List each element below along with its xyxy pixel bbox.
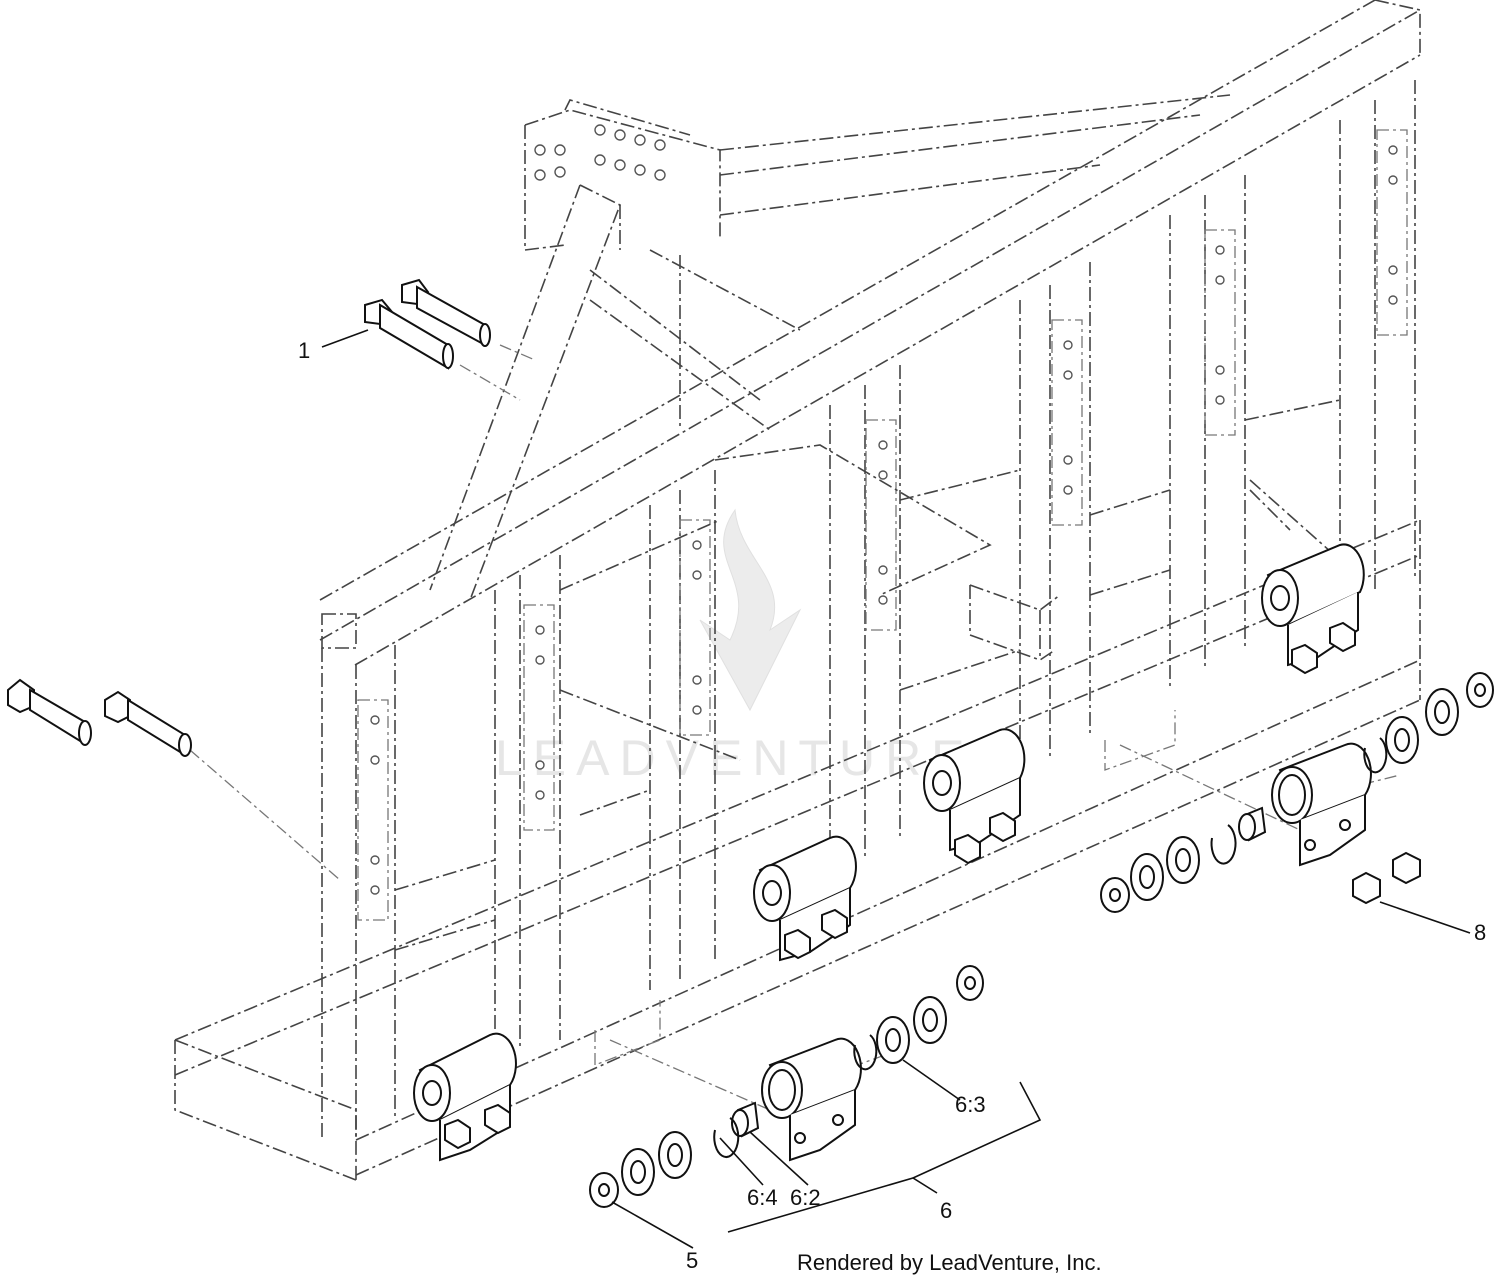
roller-assembly-2: [753, 835, 857, 962]
bolts-lower: [7, 678, 192, 757]
watermark: LEADVENTURE: [495, 508, 975, 786]
callout-1: 1: [298, 338, 310, 363]
credit-text: Rendered by LeadVenture, Inc.: [797, 1250, 1102, 1275]
callout-5: 5: [686, 1248, 698, 1273]
callout-8: 8: [1474, 920, 1486, 945]
exploded-roller-lower: [589, 965, 984, 1208]
watermark-logo-icon: [699, 508, 802, 712]
callout-labels: 1 8 5 6:4 6:2 6:3 6: [298, 338, 1486, 1273]
callout-6-2: 6:2: [790, 1185, 821, 1210]
exploded-roller-right: [1100, 672, 1494, 913]
roller-assembly-1: [413, 1032, 517, 1162]
frame-phantom: [174, 0, 1421, 1181]
roller-assembly-4: [1261, 543, 1365, 675]
callout-6-3: 6:3: [955, 1092, 986, 1117]
watermark-text: LEADVENTURE: [495, 730, 975, 786]
frame-holes: [370, 124, 1398, 895]
leader-lines: [321, 329, 1471, 1249]
callout-6: 6: [940, 1198, 952, 1223]
callout-6-4: 6:4: [747, 1185, 778, 1210]
bolts-upper: [364, 278, 491, 370]
roller-assembly-3: [923, 728, 1026, 865]
